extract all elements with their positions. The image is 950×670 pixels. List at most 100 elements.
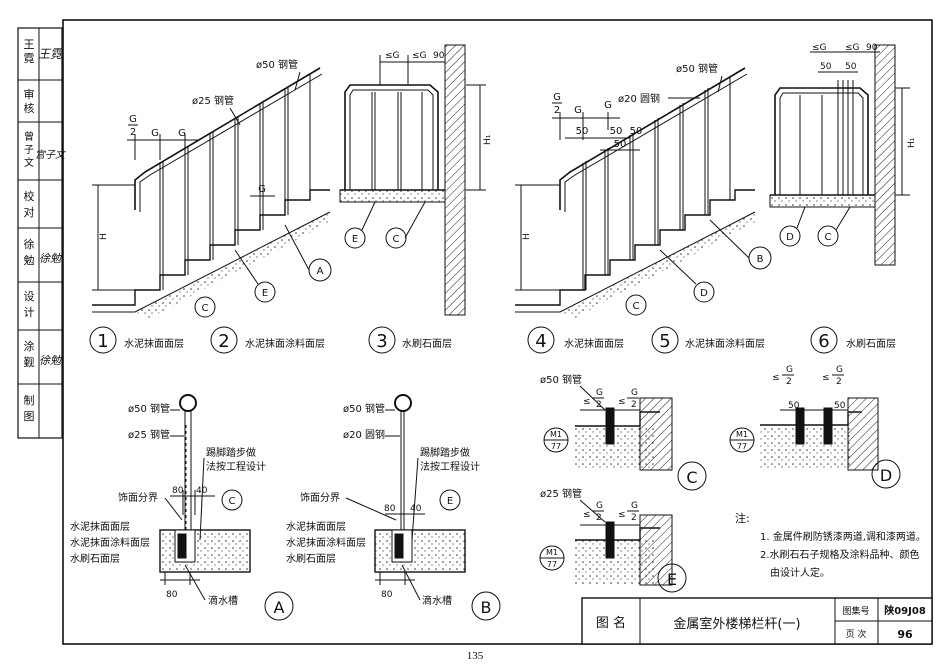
svg-text:80: 80 <box>166 590 178 600</box>
svg-text:≤G: ≤G <box>845 43 860 53</box>
label-pipe25: ø25 钢管 <box>540 487 582 500</box>
label-pipe50: ø50 钢管 <box>343 402 385 415</box>
svg-text:≤: ≤ <box>618 397 626 407</box>
label-bar20: ø20 圆钢 <box>343 428 385 441</box>
set-number: 陕09J08 <box>884 604 926 617</box>
svg-text:5: 5 <box>659 331 670 352</box>
svg-text:2: 2 <box>596 513 602 523</box>
svg-text:C: C <box>202 303 209 314</box>
page-number: 135 <box>466 650 484 662</box>
title-block: 图 名 金属室外楼梯栏杆(一) 图集号 陕09J08 页 次 96 <box>581 597 933 645</box>
svg-text:≤: ≤ <box>772 373 780 383</box>
section-detail-d <box>760 397 879 471</box>
svg-text:水刷石面层: 水刷石面层 <box>286 553 336 565</box>
svg-text:对: 对 <box>24 205 35 219</box>
stair-elevation-4-5 <box>515 67 756 318</box>
detail-ref-d <box>779 225 801 247</box>
note-1: 1. 金属件刷防锈漆两道,调和漆两道。 <box>760 530 926 543</box>
detail-ref-c <box>221 489 243 511</box>
svg-text:90: 90 <box>866 43 878 53</box>
detail-title-d <box>871 459 901 489</box>
svg-text:E: E <box>447 496 453 507</box>
svg-text:C: C <box>633 301 640 312</box>
svg-text:G: G <box>786 365 793 375</box>
svg-text:6: 6 <box>818 331 829 352</box>
sidebar-cell: 王 <box>24 38 35 51</box>
label-bar20: ø20 圆钢 <box>618 92 660 105</box>
svg-text:G: G <box>129 114 137 125</box>
svg-text:涂: 涂 <box>24 339 35 353</box>
caption-5: 水泥抹面涂料面层 <box>685 337 765 350</box>
svg-text:D: D <box>700 288 708 299</box>
caption-2: 水泥抹面涂料面层 <box>245 337 325 350</box>
svg-text:计: 计 <box>24 306 35 319</box>
svg-text:曾: 曾 <box>24 130 34 143</box>
svg-text:40: 40 <box>196 486 208 496</box>
svg-text:50: 50 <box>576 126 589 137</box>
svg-text:40: 40 <box>410 504 422 514</box>
svg-text:图集号: 图集号 <box>842 605 869 617</box>
notes: 注: 1. 金属件刷防锈漆两道,调和漆两道。 2.水刷石石子规格及涂料品种、颜色… <box>735 511 926 579</box>
svg-text:文: 文 <box>24 156 34 169</box>
svg-text:H: H <box>522 233 532 240</box>
svg-text:50: 50 <box>834 401 846 411</box>
svg-text:B: B <box>757 254 764 265</box>
label-pipe50: ø50 钢管 <box>256 58 298 71</box>
svg-text:2: 2 <box>836 377 842 387</box>
svg-text:3: 3 <box>376 331 387 352</box>
svg-text:D: D <box>786 232 794 243</box>
label-pipe25: ø25 钢管 <box>128 428 170 441</box>
label-finish-divider: 饰面分界 <box>300 491 340 504</box>
landing-section-3 <box>339 44 486 316</box>
detail-title-e <box>657 563 687 593</box>
caption-1: 水泥抹面面层 <box>124 337 184 350</box>
svg-text:≤: ≤ <box>822 373 830 383</box>
svg-text:2: 2 <box>786 377 792 387</box>
signature: 宫子文 <box>35 149 67 161</box>
signature: 徐勉 <box>39 354 63 367</box>
svg-text:G: G <box>631 388 638 398</box>
svg-text:G: G <box>604 100 612 111</box>
label-pipe25: ø25 钢管 <box>192 94 234 107</box>
detail-ref-e <box>439 489 461 511</box>
svg-text:核: 核 <box>24 101 35 115</box>
svg-text:H₁: H₁ <box>483 134 493 145</box>
svg-text:E: E <box>667 570 677 589</box>
svg-text:A: A <box>317 266 324 277</box>
svg-text:水泥抹面涂料面层: 水泥抹面涂料面层 <box>286 536 366 549</box>
svg-text:G: G <box>574 105 582 116</box>
svg-text:M1: M1 <box>736 430 748 439</box>
svg-text:G: G <box>178 128 186 139</box>
svg-text:审: 审 <box>24 87 35 101</box>
svg-text:A: A <box>274 598 285 617</box>
detail-title-a <box>264 591 294 621</box>
svg-text:M1: M1 <box>546 548 558 557</box>
stair-elevation-1-2 <box>92 67 331 318</box>
svg-text:踢脚踏步做: 踢脚踏步做 <box>420 446 470 459</box>
svg-text:≤: ≤ <box>618 510 626 520</box>
svg-text:G: G <box>836 365 843 375</box>
svg-text:水泥抹面涂料面层: 水泥抹面涂料面层 <box>70 536 150 549</box>
svg-text:80: 80 <box>384 504 396 514</box>
detail-ref-c <box>817 225 839 247</box>
label-finish-divider: 饰面分界 <box>118 491 158 504</box>
svg-text:C: C <box>686 468 697 487</box>
svg-text:2: 2 <box>554 105 560 116</box>
detail-ref-e <box>344 227 366 249</box>
svg-text:≤G: ≤G <box>412 51 427 61</box>
svg-text:C: C <box>825 232 832 243</box>
svg-text:踢脚踏步做: 踢脚踏步做 <box>206 446 256 459</box>
svg-text:水泥抹面面层: 水泥抹面面层 <box>70 520 130 533</box>
svg-text:2: 2 <box>130 127 136 138</box>
svg-text:法按工程设计: 法按工程设计 <box>420 460 480 473</box>
svg-text:H: H <box>99 233 109 240</box>
section-detail-a <box>159 394 251 585</box>
svg-text:页 次: 页 次 <box>846 628 867 640</box>
svg-text:50: 50 <box>630 126 643 137</box>
svg-text:≤: ≤ <box>583 397 591 407</box>
drawing-title: 金属室外楼梯栏杆(一) <box>673 616 800 632</box>
svg-text:90: 90 <box>433 51 445 61</box>
svg-text:B: B <box>481 598 492 617</box>
svg-text:勉: 勉 <box>24 253 35 267</box>
svg-text:子: 子 <box>24 144 34 156</box>
